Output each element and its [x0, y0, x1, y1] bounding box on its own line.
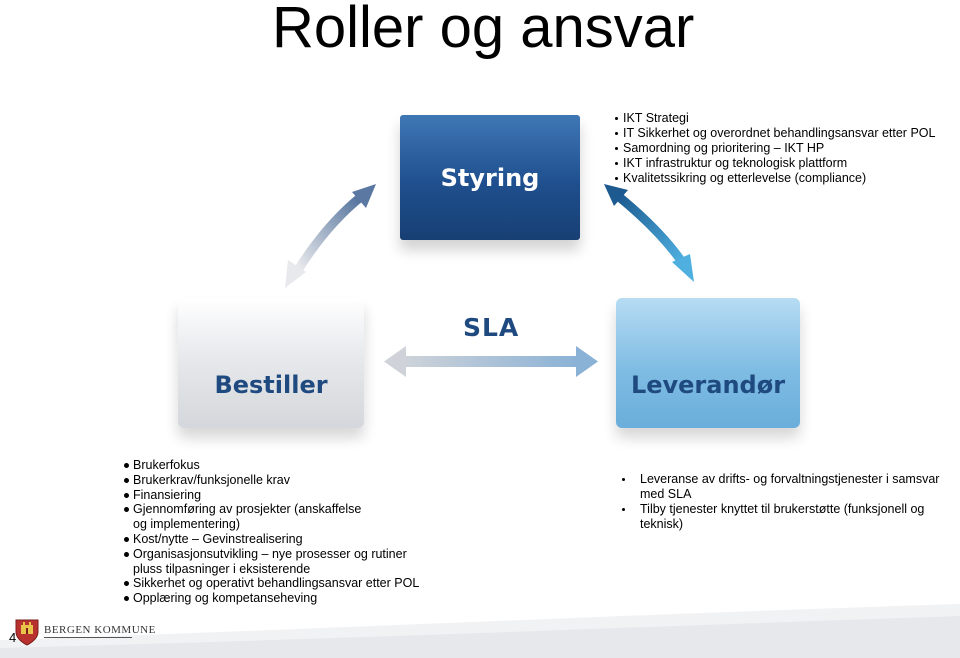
organization-name: BERGEN KOMMUNE	[44, 624, 156, 636]
list-item: Kost/nytte – Gevinstrealisering	[124, 532, 419, 547]
list-item: Brukerkrav/funksjonelle krav	[124, 473, 419, 488]
leverandor-list: Leveranse av drifts- og forvaltningstjen…	[622, 472, 942, 532]
bestiller-box: Bestiller	[178, 298, 364, 428]
list-item: Finansiering	[124, 488, 419, 503]
list-item: Gjennomføring av prosjekter (anskaffelse	[124, 502, 419, 517]
bestiller-list: Brukerfokus Brukerkrav/funksjonelle krav…	[124, 458, 419, 606]
list-item: Samordning og prioritering – IKT HP	[614, 141, 935, 156]
leverandor-box: Leverandør	[616, 298, 800, 428]
list-item: Leveranse av drifts- og forvaltningstjen…	[622, 472, 942, 502]
list-item: Sikkerhet og operativt behandlingsansvar…	[124, 576, 419, 591]
list-item: Tilby tjenester knyttet til brukerstøtte…	[622, 502, 942, 532]
styring-list: IKT Strategi IT Sikkerhet og overordnet …	[614, 111, 935, 186]
page-number: 4	[9, 630, 17, 645]
list-item-continuation: pluss tilpasninger i eksisterende	[133, 561, 311, 576]
list-item: Opplæring og kompetanseheving	[124, 591, 419, 606]
list-item: IT Sikkerhet og overordnet behandlingsan…	[614, 126, 935, 141]
sla-label: SLA	[463, 313, 520, 342]
list-item: Brukerfokus	[124, 458, 419, 473]
list-item: Organisasjonsutvikling – nye prosesser o…	[124, 547, 419, 562]
list-item: IKT infrastruktur og teknologisk plattfo…	[614, 156, 935, 171]
arrow-bestiller-styring	[285, 184, 376, 288]
arrow-sla	[384, 346, 598, 377]
leverandor-label: Leverandør	[630, 371, 786, 399]
footer-band	[0, 604, 960, 658]
styring-box: Styring	[400, 115, 580, 240]
bestiller-label: Bestiller	[214, 371, 328, 399]
divider	[44, 637, 132, 638]
list-item: Kvalitetssikring og etterlevelse (compli…	[614, 171, 935, 186]
list-item-continuation: og implementering)	[133, 517, 240, 532]
styring-label: Styring	[440, 163, 540, 192]
page-title: Roller og ansvar	[272, 0, 695, 60]
coat-of-arms-icon	[15, 619, 39, 646]
list-item: IKT Strategi	[614, 111, 935, 126]
arrow-styring-leverandor	[604, 184, 694, 282]
